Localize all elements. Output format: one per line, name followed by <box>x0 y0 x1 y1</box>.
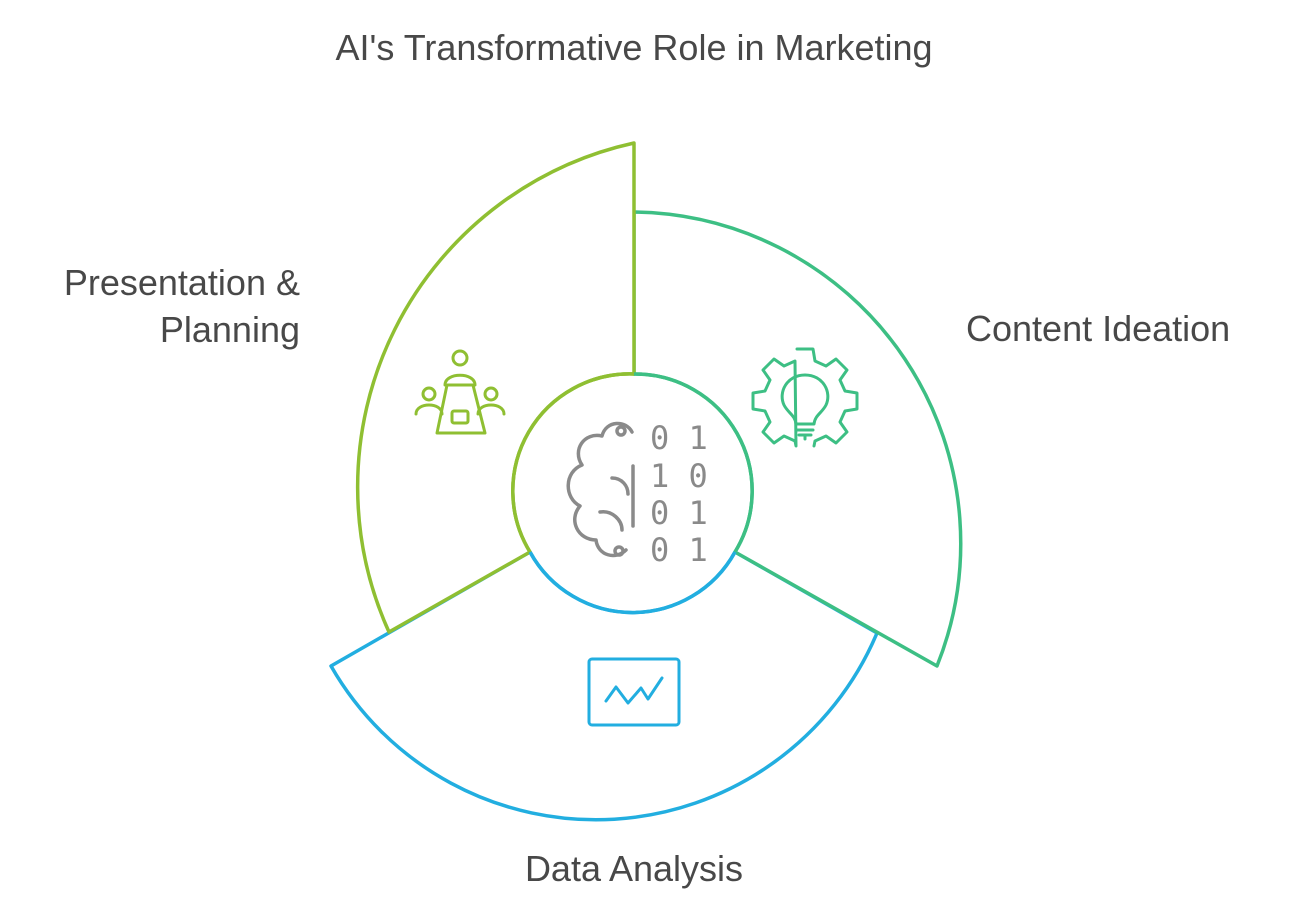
diagram-title: AI's Transformative Role in Marketing <box>335 27 932 68</box>
binary-row-2: 1 0 <box>650 457 708 495</box>
label-presentation-planning-line-2: Planning <box>160 309 300 350</box>
meeting-table-icon <box>414 349 506 435</box>
binary-row-1: 0 1 <box>650 419 708 457</box>
label-data-analysis: Data Analysis <box>525 848 743 889</box>
binary-row-4: 0 1 <box>650 531 708 569</box>
segment-presentation-planning <box>355 141 636 634</box>
label-presentation-planning-line-1: Presentation & <box>64 262 300 303</box>
center-circle <box>511 372 754 615</box>
label-content-ideation: Content Ideation <box>966 308 1230 349</box>
lightbulb-gear-icon <box>751 347 859 448</box>
brain-binary-icon: 0 1 1 0 0 1 0 1 <box>566 419 708 569</box>
binary-row-3: 0 1 <box>650 494 708 532</box>
line-chart-monitor-icon <box>587 657 681 727</box>
